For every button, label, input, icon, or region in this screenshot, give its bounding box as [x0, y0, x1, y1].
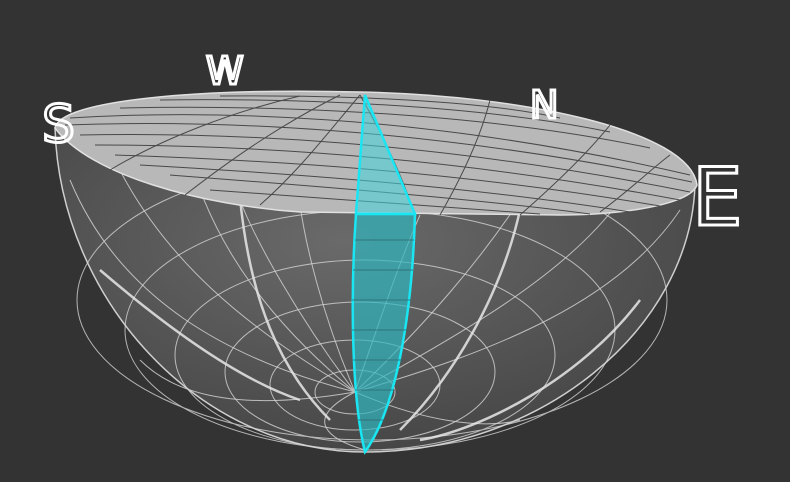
- compass-label-south: S: [42, 95, 75, 155]
- compass-label-east: E: [692, 151, 743, 244]
- lune-grid: [352, 239, 414, 421]
- bowl-great-arcs: [99, 197, 641, 442]
- compass-label-north: N: [530, 83, 558, 127]
- compass-label-west: W: [206, 49, 244, 93]
